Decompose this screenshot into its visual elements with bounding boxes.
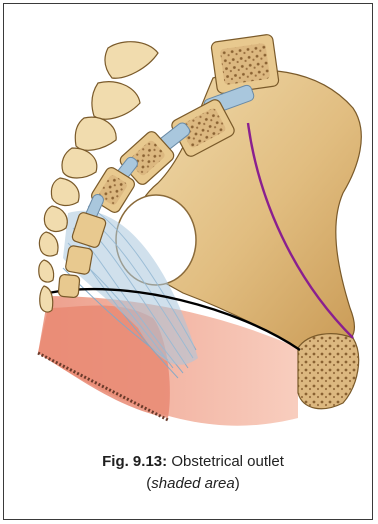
figure-frame: Fig. 9.13: Obstetrical outlet (shaded ar…	[3, 3, 373, 520]
caption-note-close: )	[235, 475, 240, 492]
caption-line-1: Fig. 9.13: Obstetrical outlet	[8, 451, 378, 473]
caption-label: Fig. 9.13:	[102, 453, 167, 470]
caption-title: Obstetrical outlet	[171, 453, 284, 470]
caption-line-2: (shaded area)	[8, 473, 378, 495]
figure-caption: Fig. 9.13: Obstetrical outlet (shaded ar…	[8, 451, 378, 495]
ischial-tuberosity	[298, 334, 359, 409]
caption-note-italic: shaded area	[151, 475, 234, 492]
pelvis-illustration	[8, 8, 378, 444]
